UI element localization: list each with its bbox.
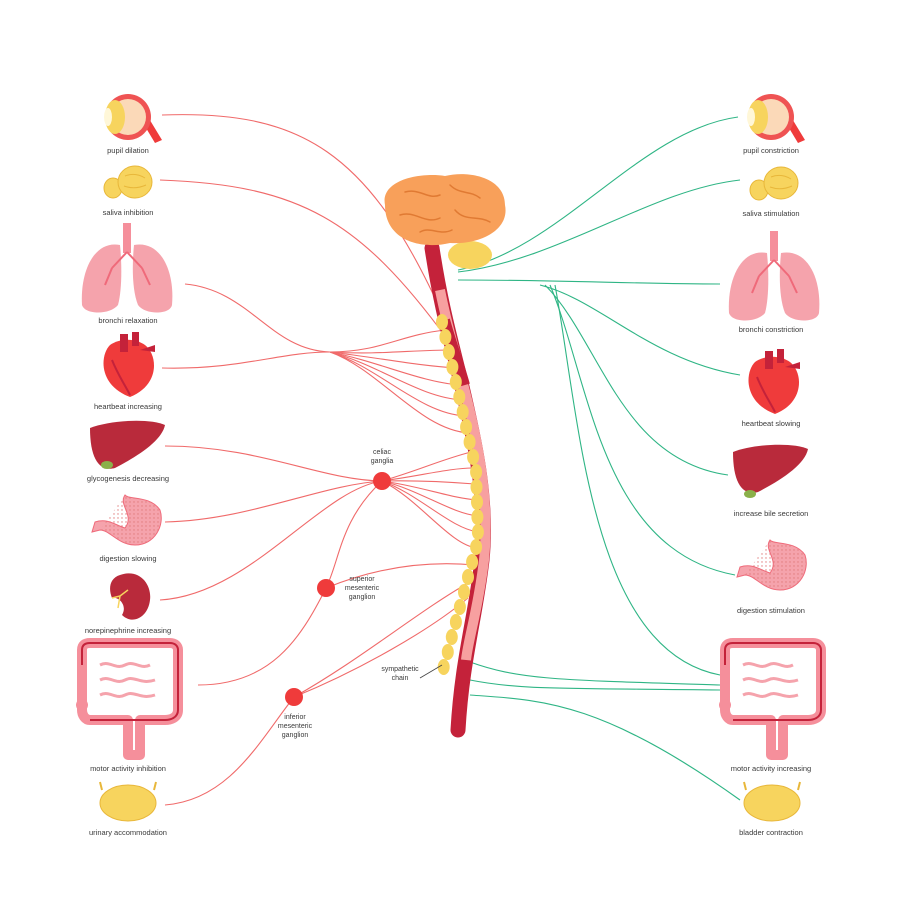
label-increase-bile-secretion: increase bile secretion [733,509,809,518]
chain-bead [453,599,466,615]
chain-bead [449,374,462,390]
label-digestion-slowing: digestion slowing [99,554,157,563]
salivary-gland-icon-right [749,166,799,201]
chain-bead [471,494,483,510]
chain-bead [453,389,466,405]
chain-bead [456,404,469,420]
chain-bead [471,524,484,540]
chain-bead [470,464,483,480]
label-bronchi-relaxation: bronchi relaxation [98,316,158,325]
celiac-ganglion [373,472,391,490]
lungs-icon-right [728,231,820,321]
chain-bead [441,644,454,660]
label-sympathetic-chain: sympathetic chain [381,666,419,682]
chain-bead [471,509,484,525]
chain-bead [470,539,483,555]
chain-bead [462,569,474,585]
label-heartbeat-increasing: heartbeat increasing [94,402,162,411]
stomach-icon [91,494,162,546]
label-bronchi-constriction: bronchi constriction [738,325,804,334]
inferior-mesenteric-ganglion [285,688,303,706]
heart-icon [103,332,155,397]
chain-bead [442,344,455,360]
chain-bead [445,629,458,645]
label-bladder-contraction: bladder contraction [739,828,803,837]
bladder-icon-right [743,781,801,822]
chain-bead [463,434,476,450]
sympathetic-chain-pointer [419,664,443,679]
liver-icon-right [733,444,808,498]
label-superior-mesenteric-ganglion: superior mesenteric ganglion [344,576,380,601]
superior-mesenteric-ganglion [317,579,335,597]
label-glycogenesis-decreasing: glycogenesis decreasing [86,474,170,483]
chain-bead [437,659,450,675]
liver-icon [90,420,165,469]
chain-bead [446,359,459,375]
eye-icon [104,94,162,143]
label-saliva-stimulation: saliva stimulation [742,209,800,218]
sympathetic-nerves [159,114,479,806]
chain-bead [467,449,480,465]
label-inferior-mesenteric-ganglion: inferior mesenteric ganglion [277,714,313,739]
label-urinary-accommodation: urinary accommodation [89,828,167,837]
chain-bead [466,554,479,570]
chain-bead [449,614,462,630]
chain-bead [458,584,470,600]
lungs-icon [81,223,173,313]
stomach-icon-right [736,539,807,591]
chain-bead [460,419,473,435]
sympathetic-chain [436,314,484,675]
parasympathetic-nerves [457,116,741,801]
label-digestion-stimulation: digestion stimulation [737,606,805,615]
kidney-icon [110,573,151,620]
intestines-icon-right [719,638,826,760]
chain-bead [436,314,448,330]
chain-bead [439,329,452,345]
label-celiac-ganglia: celiac ganglia [370,449,394,465]
label-motor-activity-increasing: motor activity increasing [730,764,812,773]
chain-bead [470,479,483,495]
salivary-gland-icon [103,165,153,199]
bladder-icon [99,781,157,822]
intestines-icon [76,638,183,760]
label-saliva-inhibition: saliva inhibition [102,208,154,217]
label-motor-activity-inhibition: motor activity inhibition [90,764,166,773]
label-pupil-constriction: pupil constriction [743,146,799,155]
label-heartbeat-slowing: heartbeat slowing [741,419,801,428]
label-norepinephrine-increasing: norepinephrine increasing [84,626,172,635]
label-pupil-dilation: pupil dilation [107,146,149,155]
eye-icon-right [747,94,805,143]
heart-icon-right [748,349,800,414]
brain-icon [384,174,506,269]
